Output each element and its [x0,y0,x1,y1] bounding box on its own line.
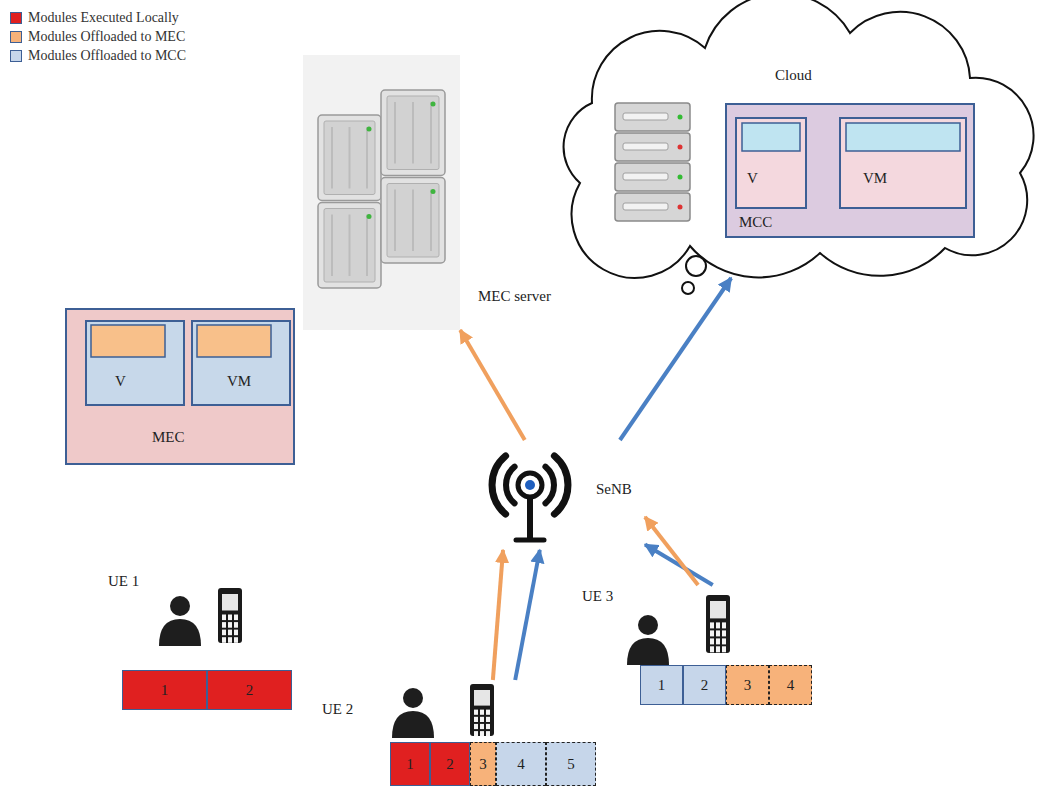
module-box: 1 [122,670,207,710]
node-label: MEC server [478,287,551,305]
module-box: 2 [683,665,726,705]
module-number: 2 [246,681,254,699]
module-box: 1 [390,742,430,786]
module-box: 4 [496,742,546,786]
base-station: SeNB [478,440,645,550]
module-number: 1 [658,676,666,694]
offload-arrow [493,550,503,680]
vm-box: V [85,320,185,406]
cloud-region: CloudMCC V VM [520,8,1035,278]
module-number: 2 [446,755,454,773]
module-box: 2 [207,670,292,710]
user-equipment: UE 3 1 2 3 4 [578,585,823,707]
vm-box: VM [839,117,967,209]
module-number: 5 [567,755,575,773]
node-label: SeNB [596,480,632,498]
module-number: 4 [517,755,525,773]
legend-text: Modules Offloaded to MCC [28,48,186,64]
node-label: UE 1 [108,572,139,590]
user-equipment: UE 2 1 2 3 4 5 [318,680,608,790]
module-box: 5 [546,742,596,786]
offload-arrow [515,550,540,680]
vm-box-graphic [87,322,187,408]
legend-text: Modules Executed Locally [28,10,179,26]
module-box: 3 [470,742,496,786]
module-number: 1 [406,755,414,773]
legend-swatch [10,12,22,24]
legend-text: Modules Offloaded to MEC [28,29,185,45]
offload-arrow [460,330,525,440]
module-number: 2 [701,676,709,694]
mec-box: MEC V VM [65,308,295,465]
legend-item: Modules Offloaded to MEC [10,27,186,46]
user-equipment: UE 1 1 2 [100,568,300,713]
module-number: 1 [161,681,169,699]
vm-box: VM [191,320,291,406]
offload-arrow [645,517,698,585]
legend-item: Modules Offloaded to MCC [10,46,186,65]
legend: Modules Executed LocallyModules Offloade… [10,8,186,65]
module-number: 3 [479,755,487,773]
node-label: VM [863,169,887,187]
node-label: Cloud [775,66,812,84]
legend-swatch [10,31,22,43]
vm-box-graphic [841,119,969,211]
module-box: 1 [640,665,683,705]
node-label: V [115,372,126,390]
offload-arrow [645,545,713,586]
mec-server: MEC server [303,55,565,330]
module-box: 4 [769,665,812,705]
module-number: 3 [744,676,752,694]
module-box: 2 [430,742,470,786]
vm-box-graphic [193,322,293,408]
vm-box-graphic [737,119,809,211]
legend-item: Modules Executed Locally [10,8,186,27]
mcc-box: MCC V VM [725,103,975,238]
node-label: V [747,169,758,187]
vm-box: V [735,117,807,209]
legend-swatch [10,50,22,62]
offload-arrow [620,278,731,440]
module-number: 4 [787,676,795,694]
node-label: UE 2 [322,700,353,718]
node-label: VM [227,372,251,390]
module-box: 3 [726,665,769,705]
node-label: UE 3 [582,587,613,605]
node-label: MCC [739,213,772,231]
node-label: MEC [152,428,185,446]
